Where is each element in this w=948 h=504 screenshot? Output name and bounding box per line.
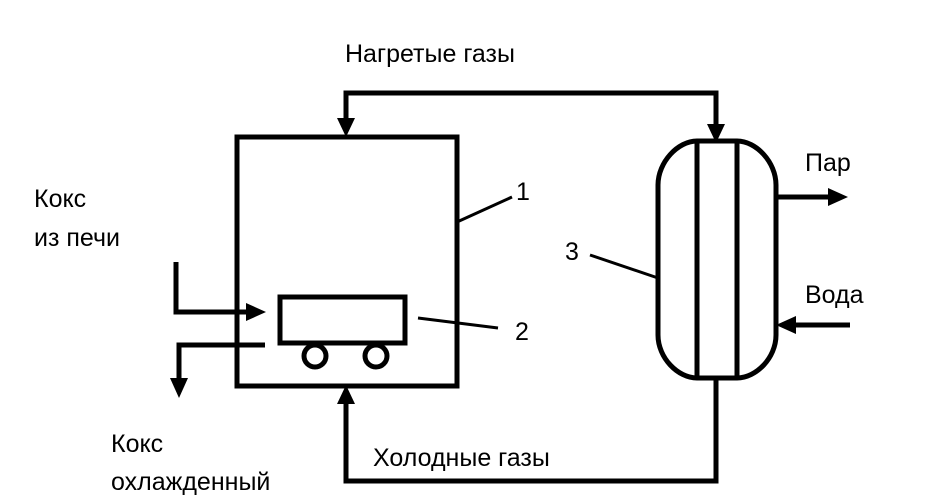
coke-inlet-line <box>173 262 248 315</box>
hot-gas-arrow-into-chamber <box>337 118 355 137</box>
callout-3-number: 3 <box>565 238 579 266</box>
callout-1-number: 1 <box>516 178 530 206</box>
water-label: Вода <box>805 281 864 309</box>
water-arrow <box>776 316 796 334</box>
callout-2-leader <box>417 316 499 330</box>
coke-inlet-arrow <box>246 303 266 321</box>
steam-label: Пар <box>805 149 851 177</box>
coke-in-label-line2: из печи <box>34 224 120 252</box>
cold-gas-arrow-into-chamber <box>337 385 355 404</box>
hot-gas-arrow-into-boiler <box>707 124 725 143</box>
coke-in-label-line1: Кокс <box>34 185 86 213</box>
waste-heat-boiler <box>655 138 779 381</box>
steam-arrow <box>828 188 848 206</box>
cold-gas-duct <box>343 378 719 484</box>
hot-gases-label: Нагретые газы <box>345 40 515 68</box>
coke-car-wheel-right <box>362 342 390 370</box>
coke-car-body <box>277 294 408 346</box>
coke-out-label-line1: Кокс <box>111 430 163 458</box>
coke-outlet-line <box>176 342 265 380</box>
quenching-chamber <box>234 134 460 389</box>
callout-3-leader <box>589 253 659 280</box>
hot-gas-duct <box>343 90 719 126</box>
coke-car-wheel-left <box>301 342 329 370</box>
cold-gases-label: Холодные газы <box>373 444 550 472</box>
coke-out-label-line2: охлажденный <box>111 468 270 496</box>
callout-2-number: 2 <box>515 318 529 346</box>
coke-outlet-arrow <box>170 378 188 398</box>
callout-1-leader <box>456 195 513 224</box>
